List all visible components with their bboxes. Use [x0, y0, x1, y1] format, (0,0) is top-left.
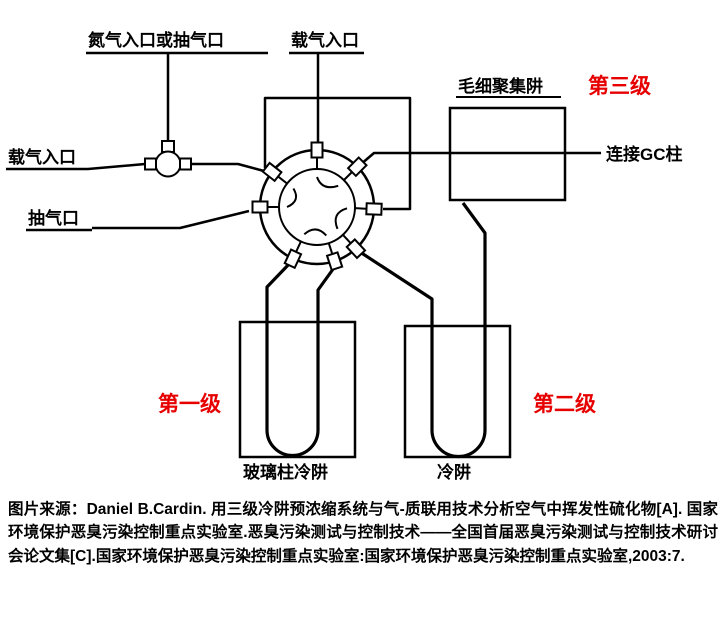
valve-port-ne	[346, 156, 368, 178]
trap2-left-arm	[359, 250, 434, 430]
valve-port-e	[365, 202, 383, 216]
tee-valve-top-port	[161, 140, 175, 153]
capillary-trap-label: 毛细聚集阱	[458, 76, 543, 96]
pump-line	[92, 209, 250, 230]
carrier-inlet-top-label: 载气入口	[291, 30, 359, 50]
cold-trap-1-container	[238, 320, 357, 459]
image-source-caption: 图片来源：Daniel B.Cardin. 用三级冷阱预浓缩系统与气-质联用技术…	[8, 501, 718, 565]
cold-trap-label: 冷阱	[437, 462, 471, 482]
valve-channel	[286, 187, 298, 208]
gc-column-line	[359, 151, 601, 166]
valve-channel	[303, 228, 328, 237]
tee-to-valve-line	[191, 162, 265, 173]
carrier-inlet-left-label: 载气入口	[8, 147, 76, 167]
capillary-trap-box	[448, 106, 567, 202]
trap1-right-arm	[316, 264, 338, 430]
trap1-u-bend	[265, 429, 320, 458]
tee-valve	[144, 140, 192, 178]
preconcentration-diagram: 氮气入口或抽气口 载气入口 毛细聚集阱 第三级 连接GC柱 载气入口 抽气口 第…	[6, 30, 683, 482]
stage3-label: 第三级	[588, 74, 651, 98]
valve-port-top	[310, 141, 324, 159]
tee-valve-left-port	[144, 157, 157, 171]
tee-valve-body	[154, 150, 182, 178]
valve-port-ssw	[283, 248, 303, 270]
valve-port-se	[345, 238, 367, 260]
valve-channel	[334, 207, 348, 230]
nitrogen-inlet-label: 氮气入口或抽气口	[88, 30, 224, 50]
stage2-label: 第二级	[533, 392, 596, 416]
stage1-label: 第一级	[158, 392, 221, 416]
tee-valve-right-port	[179, 157, 192, 171]
valve-port-nw	[261, 161, 283, 183]
cold-trap-2-container	[403, 324, 512, 459]
valve-inner-rotor	[278, 168, 356, 246]
glass-column-trap-label: 玻璃柱冷阱	[243, 462, 328, 482]
rotary-valve	[251, 141, 383, 272]
valve-port-sse	[325, 251, 344, 272]
trap2-right-arm	[461, 202, 487, 430]
trap1-left-arm	[265, 260, 293, 430]
valve-port-w	[251, 200, 269, 214]
top-loop-line	[263, 96, 412, 211]
gc-column-label: 连接GC柱	[606, 144, 683, 164]
carrier-left-line	[6, 162, 146, 171]
valve-channel	[316, 176, 339, 189]
pump-port-label: 抽气口	[28, 208, 79, 228]
trap2-u-bend	[430, 429, 487, 459]
